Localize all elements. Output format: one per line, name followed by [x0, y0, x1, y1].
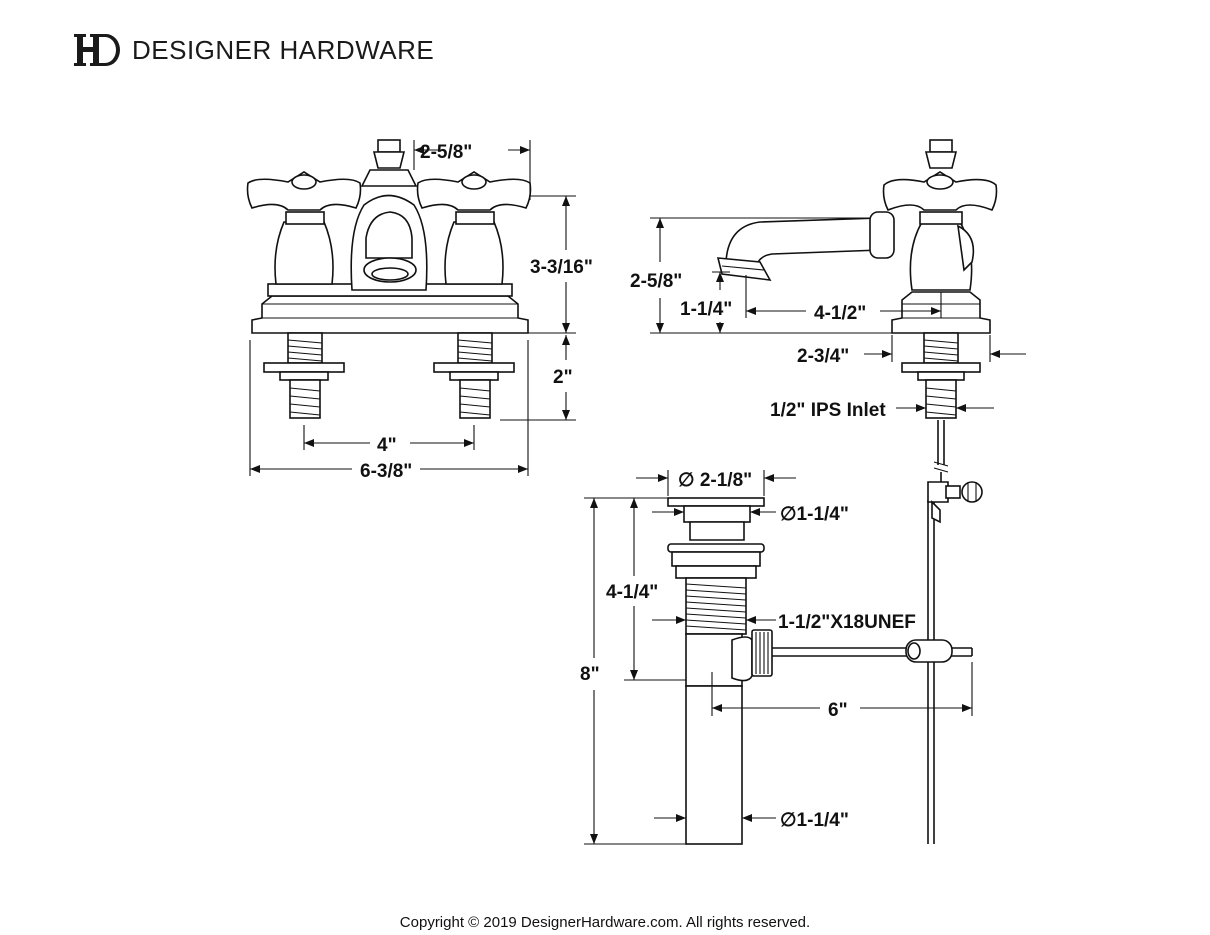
drain-dimensions — [584, 470, 973, 845]
dim-lift-rod-length: 6" — [828, 700, 848, 721]
side-view-dimensions — [650, 217, 1026, 412]
brand-name: DESIGNER HARDWARE — [132, 34, 435, 65]
brand-header: DESIGNER HARDWARE — [74, 30, 434, 70]
dim-drain-flange-dia: ∅ 2-1/8" — [678, 470, 752, 491]
dim-shank-length: 2" — [553, 367, 573, 388]
dim-drain-overall-length: 8" — [580, 664, 600, 685]
dim-aerator-height: 1-1/4" — [680, 299, 732, 320]
dim-center-spread: 4" — [377, 435, 397, 456]
dim-drain-thread-length: 4-1/4" — [606, 582, 658, 603]
dim-side-height: 2-5/8" — [630, 271, 682, 292]
drain-assembly — [667, 481, 983, 845]
dh-monogram-icon — [74, 34, 120, 66]
front-view-faucet — [246, 139, 532, 419]
dim-overall-width: 6-3/8" — [360, 461, 412, 482]
dim-inlet: 1/2" IPS Inlet — [770, 400, 886, 421]
dim-front-height: 3-3/16" — [530, 257, 593, 278]
front-view-dimensions — [249, 140, 576, 476]
side-view-faucet — [716, 139, 998, 482]
dim-tailpiece-dia: ∅1-1/4" — [780, 810, 849, 831]
dim-front-center-height: 2-5/8" — [420, 142, 472, 163]
dim-spout-reach: 4-1/2" — [814, 303, 866, 324]
dim-drain-body-dia: ∅1-1/4" — [780, 504, 849, 525]
dim-base-depth: 2-3/4" — [797, 346, 849, 367]
dim-drain-thread: 1-1/2"X18UNEF — [778, 612, 916, 633]
copyright-notice: Copyright © 2019 DesignerHardware.com. A… — [399, 914, 811, 931]
